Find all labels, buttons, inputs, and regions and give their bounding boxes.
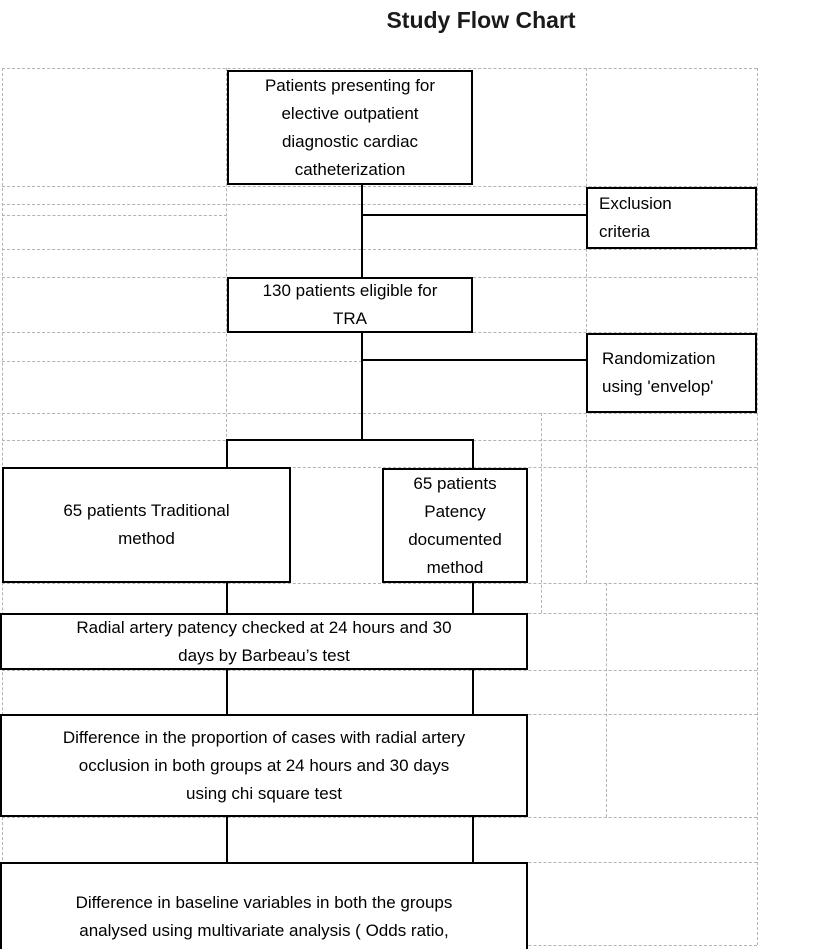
connector-line bbox=[226, 583, 228, 613]
connector-line bbox=[361, 333, 363, 441]
node-barbeau-test: Radial artery patency checked at 24 hour… bbox=[0, 613, 528, 670]
table-gridline bbox=[2, 249, 757, 250]
table-gridline bbox=[226, 68, 227, 467]
node-patency-documented-method: 65 patients Patency documented method bbox=[382, 468, 528, 583]
table-gridline bbox=[586, 68, 587, 583]
table-gridline bbox=[2, 817, 757, 818]
connector-line bbox=[472, 670, 474, 714]
node-patients-presenting: Patients presenting for elective outpati… bbox=[227, 70, 473, 185]
table-gridline bbox=[541, 413, 542, 613]
table-gridline bbox=[2, 583, 757, 584]
node-chi-square-test: Difference in the proportion of cases wi… bbox=[0, 714, 528, 817]
chart-title: Study Flow Chart bbox=[386, 7, 576, 33]
connector-line bbox=[362, 214, 586, 216]
node-eligible-tra: 130 patients eligible for TRA bbox=[227, 277, 473, 333]
table-gridline bbox=[2, 467, 757, 468]
connector-line bbox=[472, 817, 474, 862]
connector-line bbox=[361, 185, 363, 277]
table-gridline bbox=[2, 68, 757, 69]
table-gridline bbox=[2, 413, 757, 414]
table-gridline bbox=[2, 186, 757, 187]
table-gridline bbox=[2, 204, 586, 205]
table-gridline bbox=[2, 670, 757, 671]
table-gridline bbox=[2, 215, 227, 216]
table-gridline bbox=[2, 361, 362, 362]
connector-line bbox=[226, 439, 474, 441]
connector-line bbox=[472, 439, 474, 468]
connector-line bbox=[226, 670, 228, 714]
node-traditional-method: 65 patients Traditional method bbox=[2, 467, 291, 583]
node-randomization: Randomization using 'envelop' bbox=[586, 333, 757, 413]
connector-line bbox=[472, 583, 474, 613]
connector-line bbox=[362, 359, 586, 361]
table-gridline bbox=[606, 583, 607, 817]
connector-line bbox=[226, 817, 228, 862]
node-exclusion-criteria: Exclusion criteria bbox=[586, 187, 757, 249]
node-multivariate-analysis: Difference in baseline variables in both… bbox=[0, 862, 528, 949]
connector-line bbox=[226, 439, 228, 467]
table-gridline bbox=[757, 68, 758, 945]
